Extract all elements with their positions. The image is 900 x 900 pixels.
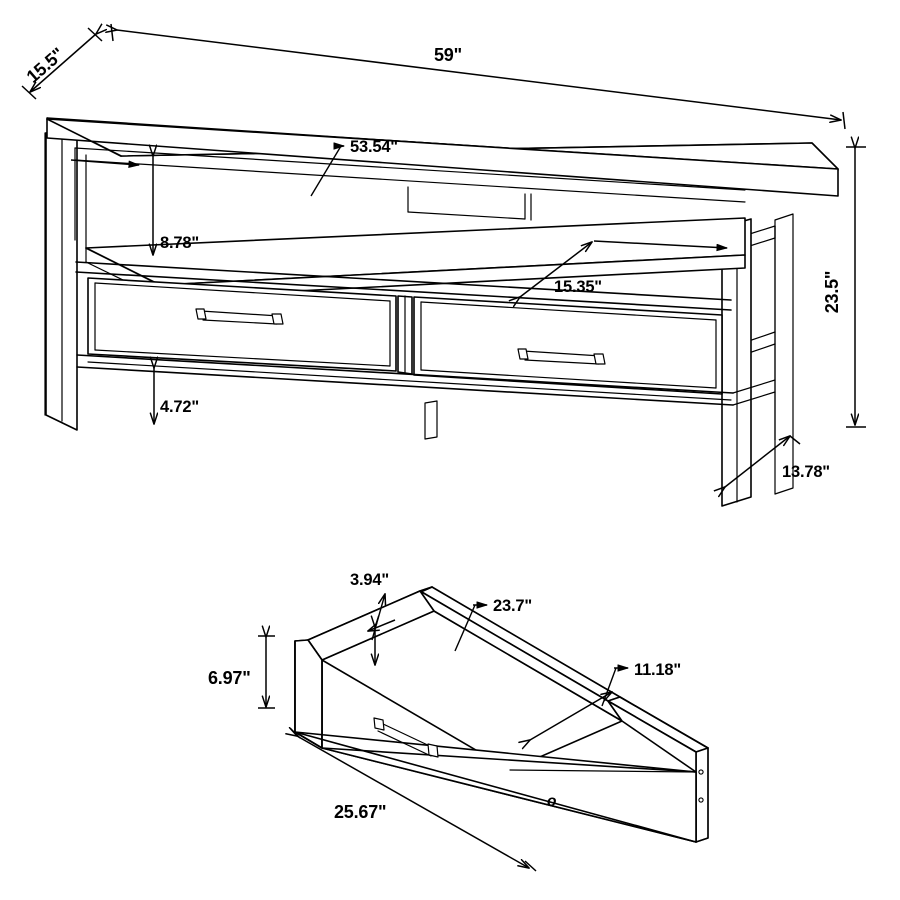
drawer-handle-left[interactable]	[195, 308, 284, 325]
dimension-width-59	[111, 23, 846, 130]
label-drawer-inner-11-18: 11.18"	[634, 661, 681, 679]
dimension-drawer-inner-23-7	[454, 605, 487, 652]
drawer-front-right[interactable]	[413, 296, 723, 395]
drawer-row	[75, 261, 734, 406]
label-drawer-inner-23-7: 23.7"	[493, 597, 532, 615]
dimension-drawer-side-3-94	[368, 594, 396, 665]
label-leg-13-78: 13.78"	[782, 463, 830, 481]
leg-front-left	[45, 132, 78, 431]
dimension-depth-15-5	[21, 28, 102, 100]
center-foot	[424, 400, 438, 440]
dimension-leg-13-78	[725, 436, 801, 487]
figure-drawer-box: o 3.94" 23.7" 11.18"	[208, 571, 709, 872]
drawer-front-bottom-edge	[509, 769, 697, 773]
dimension-drawer-height-6-97	[258, 636, 275, 709]
drawer-front-left[interactable]	[87, 277, 397, 372]
screw-hole-upper	[698, 769, 704, 775]
dimension-height-23-5	[846, 147, 866, 428]
label-drawer-height-6-97: 6.97"	[208, 668, 251, 688]
drawer-divider-center	[397, 295, 413, 375]
label-opening-8-78: 8.78"	[160, 234, 199, 252]
dimension-shelf-53-54	[310, 146, 344, 197]
leg-rear-right	[774, 213, 794, 495]
dimension-drawer-width-25-67	[290, 728, 537, 872]
dimension-drawer-inner-11-18	[530, 668, 628, 740]
dimension-shelf-depth-15-35	[520, 240, 727, 297]
dimension-shelf-witness-left	[70, 159, 139, 165]
drawer-handle-right[interactable]	[517, 348, 606, 365]
label-drawer-width-25-67: 25.67"	[334, 802, 386, 822]
base-stretcher	[732, 379, 776, 406]
drawer-pull-marking: o	[547, 793, 556, 810]
console-top-slab	[46, 118, 839, 197]
label-height-23-5: 23.5"	[822, 271, 842, 314]
figure-tv-console: 15.5" 59" 53.54" 8.78"	[21, 23, 866, 507]
screw-hole-lower	[698, 797, 704, 803]
label-width-59: 59"	[434, 45, 462, 65]
label-shelf-53-54: 53.54"	[350, 138, 398, 156]
label-drawer-side-3-94: 3.94"	[350, 571, 389, 589]
label-clearance-4-72: 4.72"	[160, 398, 199, 416]
open-shelf-compartment	[74, 147, 746, 299]
label-shelf-depth-15-35: 15.35"	[554, 278, 602, 296]
